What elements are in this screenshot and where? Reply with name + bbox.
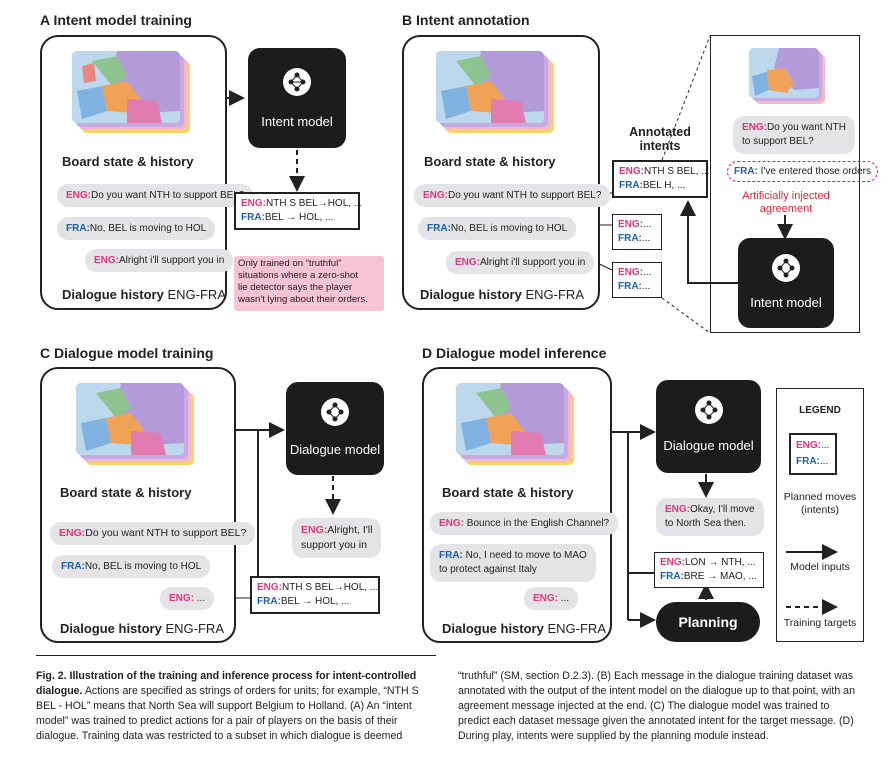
figure-caption-left: Fig. 2. Illustration of the training and… bbox=[36, 670, 419, 742]
injected-agreement-message: FRA: I've entered those orders bbox=[727, 161, 878, 182]
message-bubble: ENG: ... bbox=[160, 587, 215, 610]
message-text: No, BEL is moving to HOL bbox=[89, 223, 207, 234]
planning-node: Planning bbox=[656, 602, 760, 642]
panel-c-input-card: Board state & history ENG:Do you want NT… bbox=[40, 367, 256, 643]
message-bubble: ENG:Do you want NTH to support BEL? bbox=[50, 522, 256, 545]
neural-net-icon bbox=[321, 398, 349, 426]
intent-output-box: ENG:NTH S BEL→HOL, ... FRA:BEL → HOL, ..… bbox=[234, 192, 362, 230]
model-label: Intent model bbox=[261, 114, 333, 129]
panel-b-input-card: Board state & history ENG:Do you want NT… bbox=[402, 35, 611, 310]
legend-intent-sample: ENG:... FRA:... bbox=[789, 433, 837, 475]
truthful-note: Only trained on “truthful”situations whe… bbox=[234, 256, 384, 311]
panel-d-title: D Dialogue model inference bbox=[422, 345, 607, 361]
intent-model-node: Intent model bbox=[738, 238, 834, 328]
message-bubble: ENG: ... bbox=[524, 587, 579, 610]
dialogue-model-node: Dialogue model bbox=[286, 382, 384, 475]
panel-a-title: A Intent model training bbox=[40, 12, 192, 28]
legend-training-targets: Training targets bbox=[783, 617, 857, 629]
panel-a-input-card: Board state & history ENG:Do you want NT… bbox=[40, 35, 254, 310]
panel-b-title: B Intent annotation bbox=[402, 12, 530, 28]
intent-input-box: ENG:LON → NTH, ... FRA:BRE → MAO, ... bbox=[654, 552, 764, 588]
intent-model-node: Intent model bbox=[248, 48, 346, 148]
model-label: Dialogue model bbox=[663, 438, 754, 453]
message-bubble: FRA:No, BEL is moving to HOL bbox=[57, 217, 216, 240]
message-bubble: FRA: No, I need to move to MAO to protec… bbox=[430, 544, 596, 582]
neural-net-icon bbox=[283, 68, 311, 96]
board-state-label: Board state & history bbox=[424, 154, 556, 169]
annotated-intent-box: ENG:... FRA:... bbox=[612, 214, 662, 250]
board-state-label: Board state & history bbox=[60, 485, 192, 500]
injected-agreement-label: Artificially injected agreement bbox=[742, 190, 830, 215]
message-text: Alright i'll support you in bbox=[119, 255, 225, 266]
annotated-intent-box: ENG:NTH S BEL, ... FRA:BEL H, ... bbox=[612, 160, 710, 198]
dialogue-history-label: Dialogue history ENG-FRA bbox=[420, 287, 584, 302]
model-label: Intent model bbox=[750, 295, 822, 310]
speaker: ENG: bbox=[66, 190, 91, 201]
message-bubble: ENG:Okay, I'll move to North Sea then. bbox=[656, 498, 764, 536]
panel-c-title: C Dialogue model training bbox=[40, 345, 214, 361]
annotated-intent-box: ENG:... FRA:... bbox=[612, 262, 662, 298]
annotated-intents-title: Annotated intents bbox=[629, 125, 691, 153]
board-map-image bbox=[72, 51, 190, 133]
legend-planned-moves: Planned moves (intents) bbox=[783, 491, 857, 516]
speaker: FRA: bbox=[66, 223, 90, 234]
message-bubble: ENG:Do you want NTH to support BEL? bbox=[733, 116, 855, 154]
legend-model-inputs: Model inputs bbox=[790, 561, 850, 573]
speaker: ENG: bbox=[94, 255, 119, 266]
message-bubble: ENG:Alright i'll support you in bbox=[85, 249, 234, 272]
board-map-image bbox=[76, 383, 194, 465]
message-bubble: ENG:Do you want NTH to support BEL? bbox=[414, 184, 611, 207]
dialogue-history-label: Dialogue history ENG-FRA bbox=[60, 621, 224, 636]
legend-title: LEGEND bbox=[799, 405, 841, 416]
dialogue-history-label: Dialogue history ENG-FRA bbox=[62, 287, 226, 302]
message-bubble: ENG:Alright, I'll support you in bbox=[292, 518, 382, 558]
model-label: Dialogue model bbox=[289, 442, 381, 457]
message-bubble: ENG:Alright i'll support you in bbox=[446, 251, 595, 274]
dialogue-model-node: Dialogue model bbox=[656, 380, 761, 473]
board-map-image bbox=[436, 51, 554, 133]
inset-zoom-box: ENG:Do you want NTH to support BEL? FRA:… bbox=[710, 35, 878, 333]
legend: LEGEND ENG:... FRA:... Planned moves (in… bbox=[776, 388, 864, 642]
board-map-image bbox=[456, 383, 574, 465]
message-bubble: ENG: Bounce in the English Channel? bbox=[430, 512, 619, 535]
neural-net-icon bbox=[772, 254, 800, 282]
message-bubble: FRA:No, BEL is moving to HOL bbox=[418, 217, 577, 240]
board-state-label: Board state & history bbox=[442, 485, 574, 500]
figure-caption-right: “truthful” (SM, section D.2.3). (B) Each… bbox=[458, 670, 855, 742]
neural-net-icon bbox=[694, 396, 723, 424]
panel-d-input-card: Board state & history ENG: Bounce in the… bbox=[422, 367, 619, 643]
message-bubble: ENG:Do you want NTH to support BEL? bbox=[57, 184, 254, 207]
message-text: Do you want NTH to support BEL? bbox=[91, 190, 245, 201]
board-map-image bbox=[749, 48, 829, 108]
intent-input-box: ENG:NTH S BEL→HOL, ... FRA:BEL → HOL, ..… bbox=[250, 576, 380, 614]
message-bubble: FRA:No, BEL is moving to HOL bbox=[52, 555, 211, 578]
board-state-label: Board state & history bbox=[62, 154, 194, 169]
dialogue-history-label: Dialogue history ENG-FRA bbox=[442, 621, 606, 636]
